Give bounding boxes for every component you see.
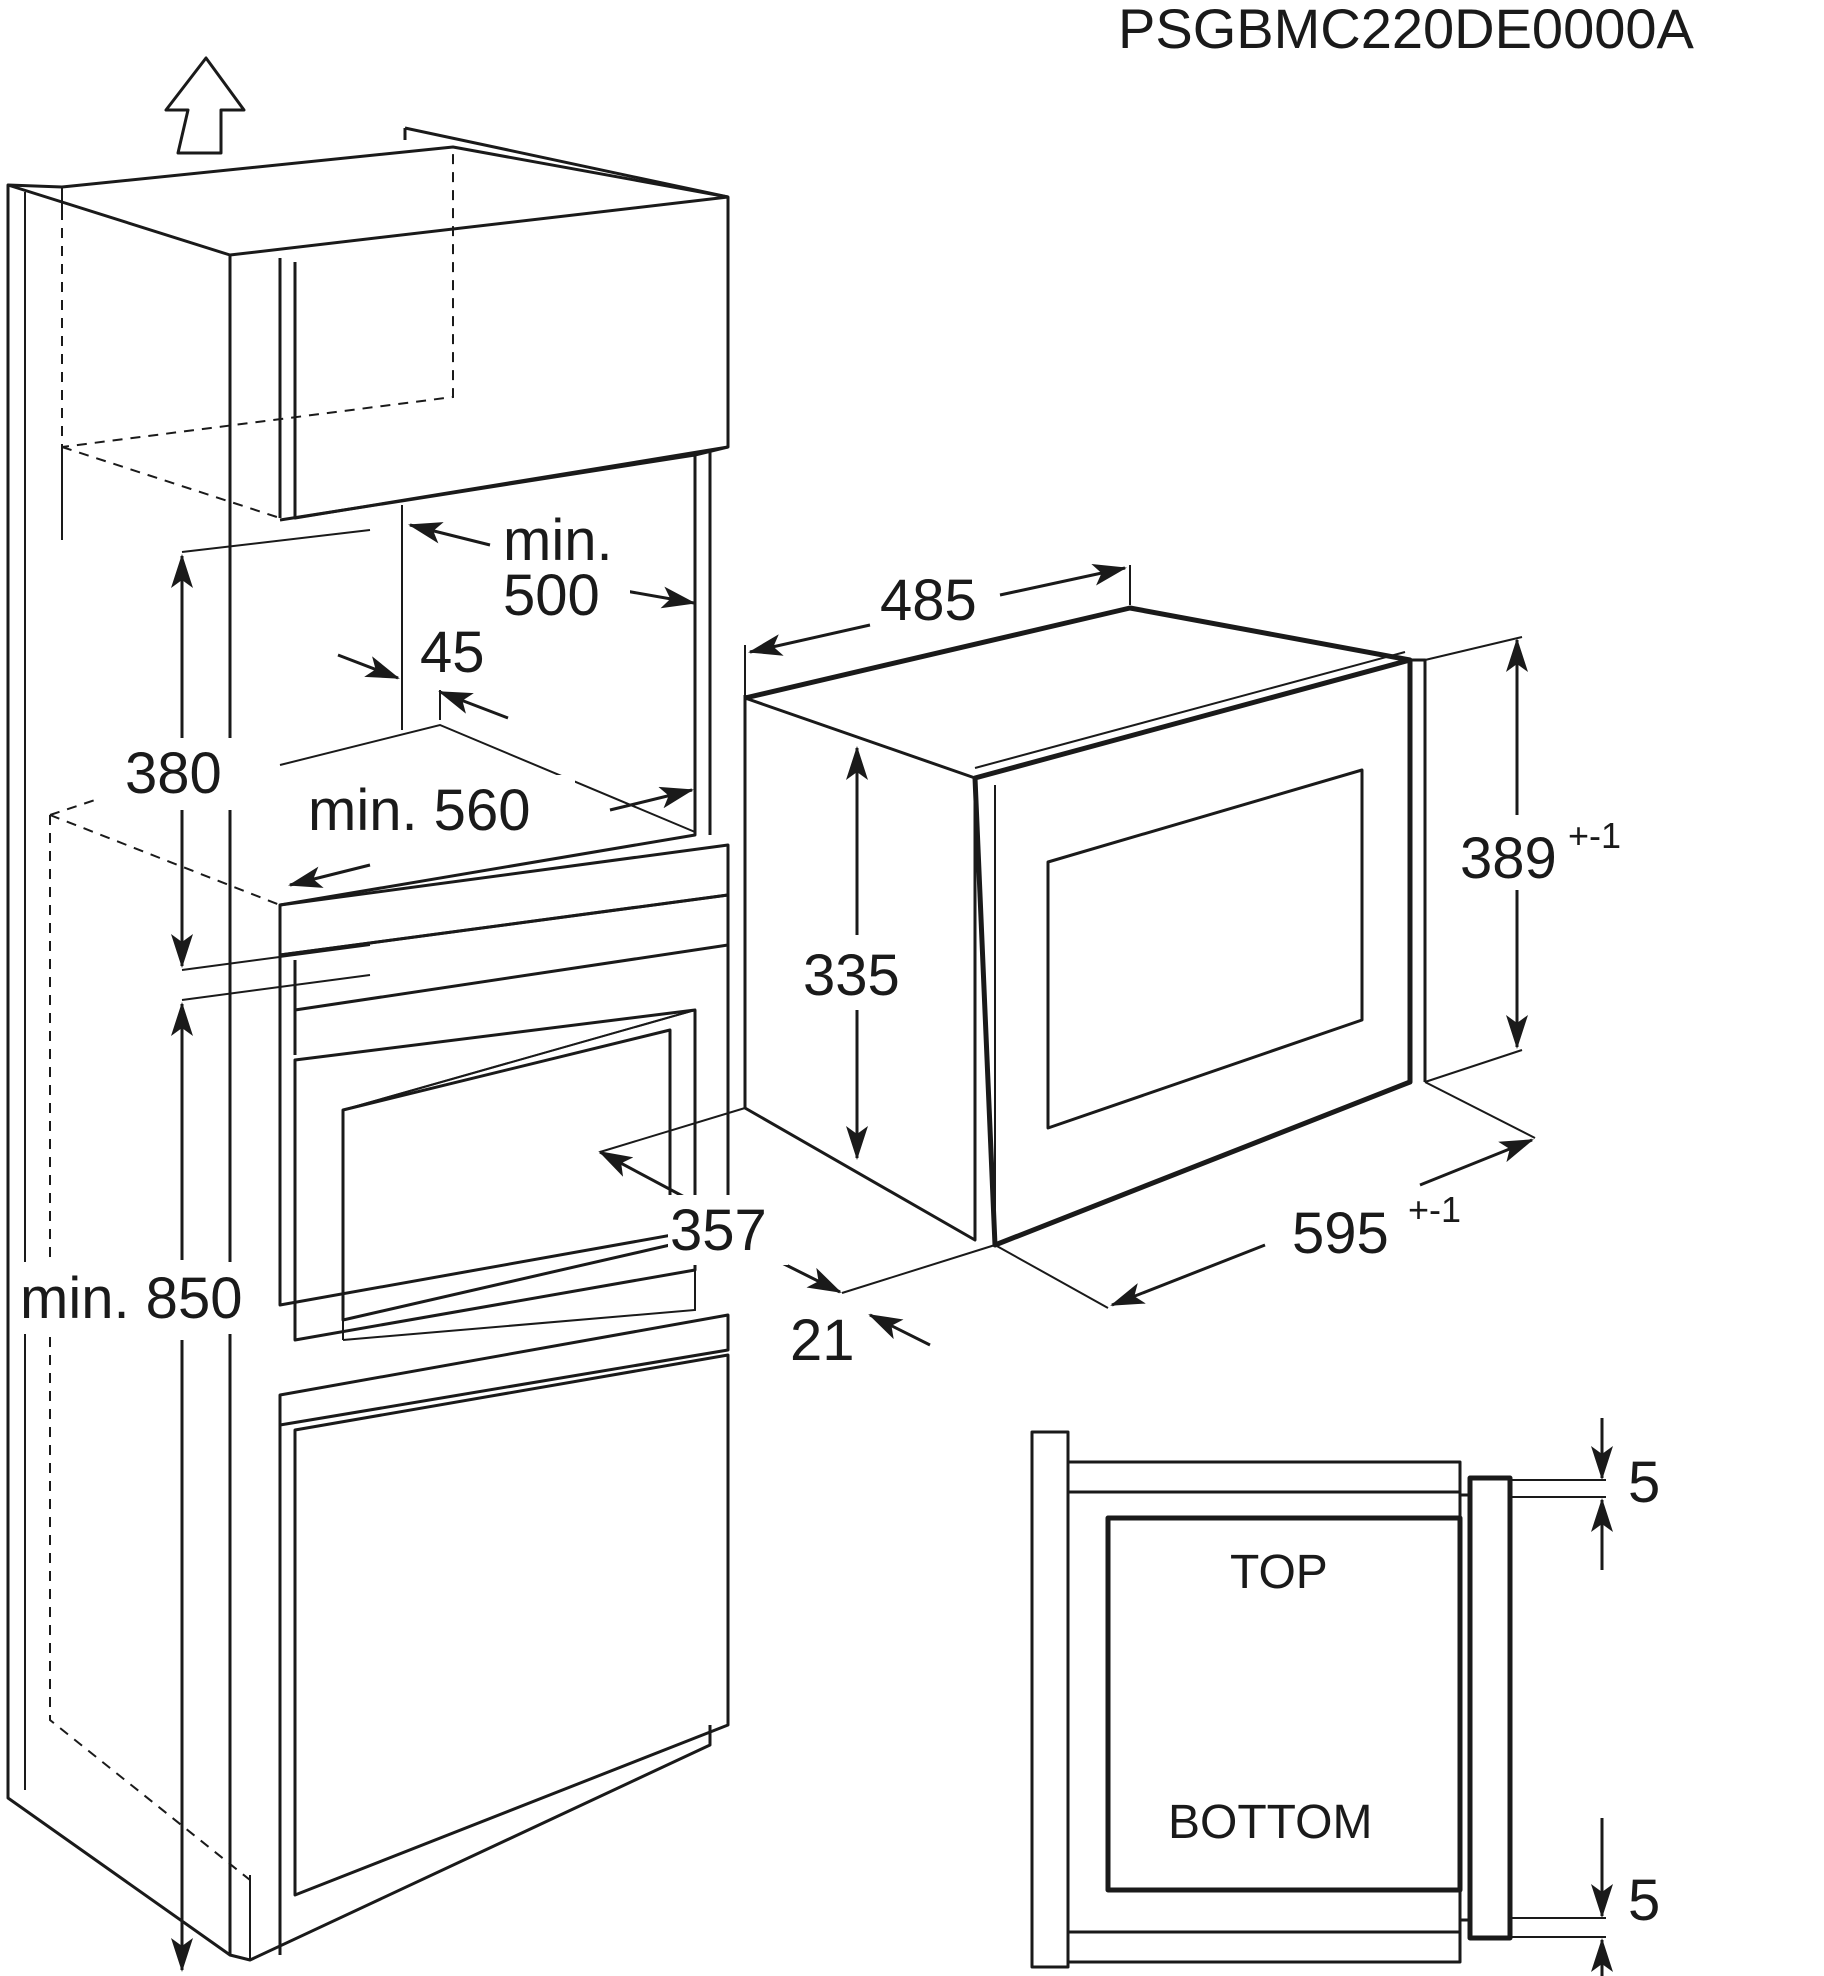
niche-dimensions: min. 500 45 380 min. 560 min. 850 <box>18 505 696 1972</box>
front-depth-value: 21 <box>790 1308 855 1373</box>
dim-arrow-front-width-left <box>1110 1243 1266 1307</box>
dim-arrow-appliance-width-right <box>999 564 1127 597</box>
appliance-body <box>743 605 1427 1248</box>
appliance-width-value: 485 <box>880 568 977 633</box>
ventilation-arrow-icon <box>164 56 246 155</box>
front-width-tolerance: +-1 <box>1408 1189 1461 1230</box>
document-code: PSGBMC220DE0000A <box>1118 0 1695 60</box>
dim-arrow-depth-back <box>598 1150 691 1202</box>
dim-arrow-width-right <box>609 786 694 812</box>
niche-width-value: min. 560 <box>308 778 530 843</box>
front-width-value: 595 <box>1292 1201 1389 1266</box>
dim-arrow-depth-front <box>779 1260 842 1294</box>
niche-depth-value: 500 <box>503 563 600 628</box>
dim-arrow-gap-left <box>337 653 400 680</box>
side-top-label: TOP <box>1230 1546 1328 1599</box>
appliance-height-tolerance: +-1 <box>1568 815 1621 856</box>
dim-arrow-front-depth <box>868 1313 931 1347</box>
gap-value: 45 <box>420 620 485 685</box>
tall-cabinet <box>6 126 730 1962</box>
side-bottom-gap-value: 5 <box>1628 1868 1660 1933</box>
cabinet-height-value: min. 850 <box>20 1266 242 1331</box>
niche-height-value: 380 <box>125 741 222 806</box>
appliance-height-value: 389 <box>1460 826 1557 891</box>
cabinet-left-panel <box>6 183 232 1957</box>
dim-arrow-gap-right <box>438 690 509 720</box>
dim-arrow-depth-left <box>408 522 491 547</box>
appliance-inner-height-value: 335 <box>803 943 900 1008</box>
side-top-gap-value: 5 <box>1628 1450 1660 1515</box>
dim-arrow-width-left <box>288 863 371 888</box>
side-bottom-label: BOTTOM <box>1168 1796 1372 1849</box>
side-view-detail: TOP BOTTOM 5 5 <box>1030 1418 1660 1976</box>
dim-arrow-depth-right <box>619 586 696 609</box>
niche-depth-prefix: min. <box>503 508 613 573</box>
appliance-dimensions: 485 335 389 +-1 357 21 595 +-1 <box>598 564 1645 1373</box>
appliance-depth-value: 357 <box>670 1198 767 1263</box>
dim-arrow-appliance-width-left <box>748 623 871 656</box>
dim-arrow-front-width-right <box>1419 1138 1534 1187</box>
